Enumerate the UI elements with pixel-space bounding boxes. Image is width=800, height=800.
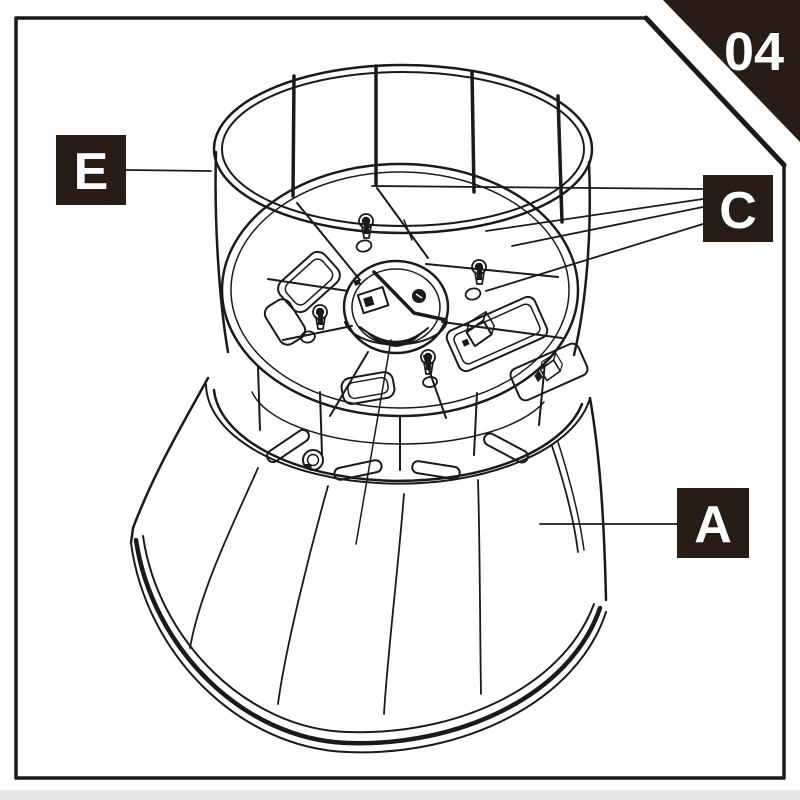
cage-top-rim-inner — [221, 71, 585, 227]
cage-bottom-ring-outer — [220, 162, 580, 418]
cage-bottom-ring-inner — [230, 171, 570, 409]
bracket-opening — [509, 342, 589, 402]
cage-rib — [556, 94, 564, 224]
step-badge-triangle — [663, 0, 800, 142]
alignment-tick — [403, 219, 413, 241]
bracket-arm-edge — [296, 202, 361, 281]
callout-label-a: A — [694, 496, 732, 554]
fixture-drawing — [129, 63, 608, 754]
shade-flange-outer — [212, 388, 584, 483]
flange-slot — [266, 428, 529, 481]
shade-seam — [477, 479, 482, 695]
frame-border — [14, 16, 786, 780]
cage-rib-front — [257, 365, 261, 431]
alignment-line — [355, 339, 392, 545]
keyhole-screw — [420, 349, 438, 388]
shade-flange-lip — [205, 383, 591, 485]
cage-rib — [470, 70, 476, 194]
wiring-detail — [353, 279, 361, 286]
cage-rib-front — [473, 392, 478, 456]
bracket-arm-edge — [282, 325, 353, 341]
shade-left-silhouette — [129, 376, 210, 545]
callout-label-e: E — [74, 143, 109, 201]
cage-rib-front — [319, 391, 323, 456]
keyhole-screw — [464, 259, 487, 301]
callouts: E C A — [56, 135, 773, 558]
leader-line-e — [125, 169, 212, 172]
wire-clip — [534, 352, 563, 382]
frame-corner-diagonal — [643, 15, 787, 168]
shade-rim-inner — [142, 535, 595, 734]
cage-top-rim-outer — [212, 63, 594, 235]
wire-cage — [212, 63, 594, 471]
keyhole-screw — [300, 304, 328, 344]
shade-seam — [383, 493, 405, 715]
hub-divider — [372, 270, 448, 322]
bracket-arm-edge — [376, 187, 429, 259]
leader-line-c — [485, 223, 704, 292]
shade-flange-inner — [251, 391, 545, 445]
callout-box-a — [677, 488, 749, 558]
keyhole-screw — [355, 213, 374, 253]
socket-opening-rim — [359, 326, 429, 343]
wiring-connector — [356, 286, 390, 315]
leader-line-c — [371, 185, 704, 190]
shade-seam — [551, 445, 579, 553]
socket-hub — [342, 259, 450, 355]
cage-right-edge — [572, 160, 591, 357]
hub-screw-slot — [415, 293, 423, 299]
shade-body — [129, 219, 608, 754]
flange-screw — [302, 449, 324, 471]
shade-rim-band — [133, 537, 603, 746]
hub-ring-inner — [351, 268, 441, 346]
shade-seam — [189, 467, 259, 649]
cage-left-edge — [214, 150, 230, 354]
shade-seam — [277, 485, 329, 705]
step-badge: 04 — [663, 0, 800, 142]
leader-line-c — [511, 206, 704, 247]
wire-clip — [461, 311, 495, 348]
shade-rim-outer — [130, 542, 607, 754]
bracket-opening — [340, 371, 396, 405]
footer-bar — [0, 790, 800, 800]
shade-right-silhouette — [588, 396, 608, 602]
step-number: 04 — [724, 22, 784, 82]
callout-box-e — [56, 135, 126, 205]
leader-line-c — [485, 198, 704, 232]
callout-label-c: C — [719, 182, 757, 240]
page-frame — [14, 15, 787, 780]
bracket-opening — [263, 298, 307, 346]
callout-box-c — [703, 175, 773, 242]
bracket-arm-edge — [441, 321, 563, 339]
cage-rib — [291, 74, 296, 198]
mounting-bracket — [263, 187, 589, 419]
bracket-opening — [277, 250, 341, 314]
shade-seam — [557, 441, 585, 551]
bracket-arm-edge — [267, 278, 349, 292]
hub-ring-outer — [342, 259, 450, 355]
socket-opening — [364, 330, 424, 347]
